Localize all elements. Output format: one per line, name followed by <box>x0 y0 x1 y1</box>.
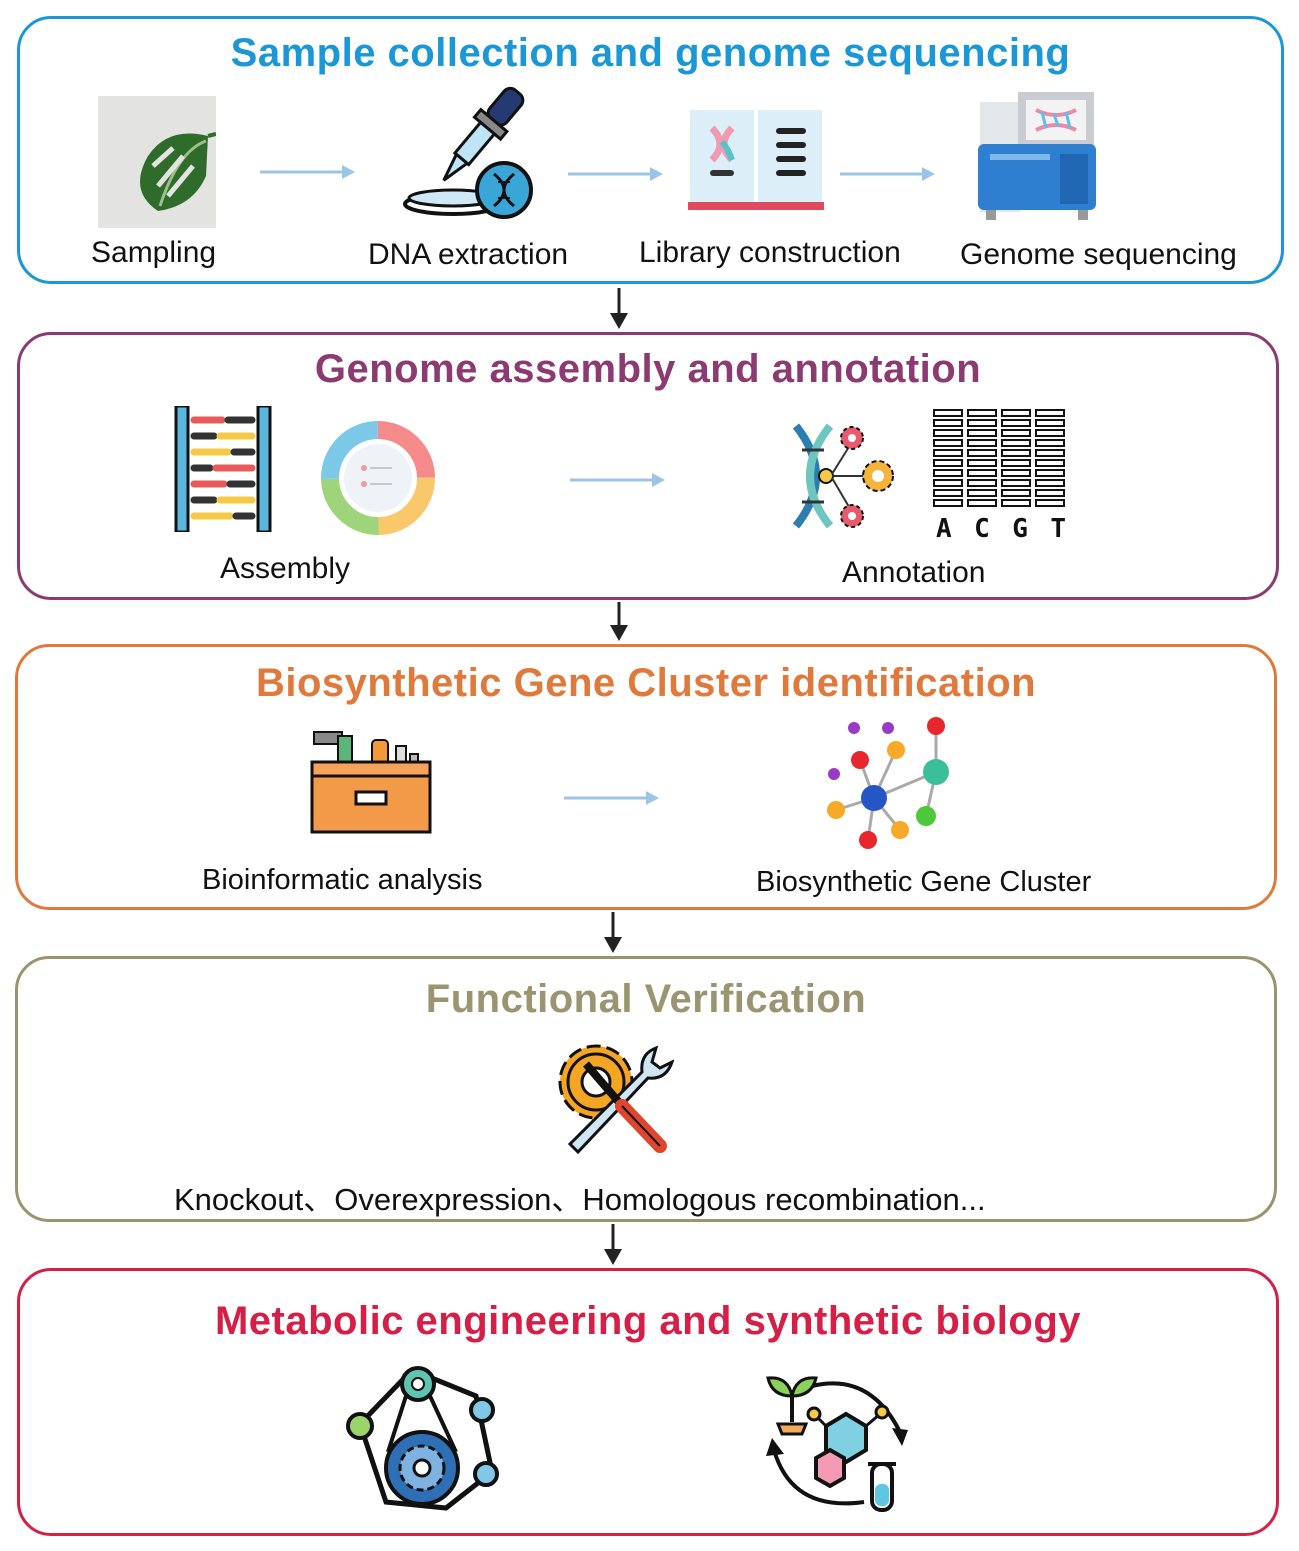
sequence-cell <box>1035 499 1065 507</box>
sequence-cell <box>1035 459 1065 467</box>
nucleotide-labels: A C G T <box>936 514 1066 544</box>
sequence-cell <box>933 489 963 497</box>
sequence-cell <box>933 439 963 447</box>
sequence-cell <box>967 449 997 457</box>
assembly-ring-icon <box>318 418 438 538</box>
pipette-dna-icon <box>398 86 538 224</box>
sequence-cell <box>1001 439 1031 447</box>
sequence-cell <box>1001 449 1031 457</box>
nucleotide-a: A <box>936 514 952 544</box>
sequence-cell <box>1035 409 1065 417</box>
sequence-cell <box>967 439 997 447</box>
step-label: Biosynthetic Gene Cluster <box>756 866 1092 898</box>
toolbox-icon <box>310 726 432 834</box>
step-label: DNA extraction <box>368 238 569 271</box>
flow-arrow-down-icon <box>601 912 625 959</box>
panel-title: Sample collection and genome sequencing <box>230 31 1071 75</box>
sequence-cell <box>1001 409 1031 417</box>
sequence-cell <box>1001 469 1031 477</box>
sequence-cell <box>1035 479 1065 487</box>
step-label: Annotation <box>842 556 986 589</box>
sequence-cell <box>967 409 997 417</box>
sequence-cell <box>933 409 963 417</box>
nucleotide-c: C <box>974 514 990 544</box>
sequence-cell <box>1001 459 1031 467</box>
flow-arrow-down-icon <box>601 1224 625 1271</box>
step-label: Bioinformatic analysis <box>202 864 483 896</box>
dna-gears-icon <box>786 420 902 532</box>
sequence-cell <box>1035 439 1065 447</box>
nucleotide-t: T <box>1050 514 1066 544</box>
sequence-cell <box>1001 499 1031 507</box>
synthetic-cycle-icon <box>760 1366 914 1516</box>
sequence-cell <box>1001 479 1031 487</box>
sequence-cell <box>1001 489 1031 497</box>
sequence-cell <box>1035 449 1065 457</box>
sequence-cell <box>1001 429 1031 437</box>
step-label: Sampling <box>91 236 217 269</box>
arrow-right-icon <box>564 788 660 813</box>
plant-leaf-icon <box>98 96 217 228</box>
panel-metabolic-engineering: Metabolic engineering and synthetic biol… <box>17 1268 1279 1536</box>
nucleotide-g: G <box>1012 514 1028 544</box>
sequence-cell <box>933 429 963 437</box>
panel-title: Biosynthetic Gene Cluster identification <box>255 661 1037 705</box>
sequence-cell <box>933 469 963 477</box>
sequence-cell <box>1035 419 1065 427</box>
flow-arrow-down-icon <box>607 602 631 647</box>
dna-ladder-icon <box>174 404 272 534</box>
belt-pulley-icon <box>346 1362 502 1512</box>
sequence-cell <box>933 419 963 427</box>
arrow-right-icon <box>260 162 356 187</box>
arrow-right-icon <box>570 470 666 495</box>
sequence-cell <box>933 449 963 457</box>
sequence-cell <box>967 499 997 507</box>
panel-title: Metabolic engineering and synthetic biol… <box>214 1299 1082 1343</box>
sequence-cell <box>933 459 963 467</box>
sequence-grid-icon <box>932 408 1068 544</box>
flow-arrow-down-icon <box>607 288 631 335</box>
panel-bgc-identification: Biosynthetic Gene Cluster identification <box>15 644 1277 910</box>
panel-title: Genome assembly and annotation <box>314 347 982 391</box>
sequence-cell <box>1035 489 1065 497</box>
sequence-cell <box>967 459 997 467</box>
sequence-cell <box>967 479 997 487</box>
sequence-cell <box>967 489 997 497</box>
sequence-cell <box>967 469 997 477</box>
arrow-right-icon <box>568 164 664 189</box>
sequence-cell <box>1035 429 1065 437</box>
sequence-cell <box>1035 469 1065 477</box>
step-label: Genome sequencing <box>960 238 1237 271</box>
sequence-cell <box>967 419 997 427</box>
sequence-cell <box>933 499 963 507</box>
gene-network-icon <box>820 712 960 852</box>
library-book-icon <box>688 106 824 212</box>
panel-title: Functional Verification <box>425 977 867 1021</box>
panel-functional-verification: Functional Verification <box>15 956 1277 1222</box>
sequence-cell <box>1001 419 1031 427</box>
sequence-cell <box>933 479 963 487</box>
step-label: Assembly <box>220 552 351 585</box>
arrow-right-icon <box>840 164 936 189</box>
step-label: Knockout、Overexpression、Homologous recom… <box>174 1182 986 1217</box>
step-label: Library construction <box>639 236 901 269</box>
sequence-cell <box>967 429 997 437</box>
sequencer-machine-icon <box>976 92 1098 222</box>
gear-wrench-icon <box>548 1034 675 1158</box>
